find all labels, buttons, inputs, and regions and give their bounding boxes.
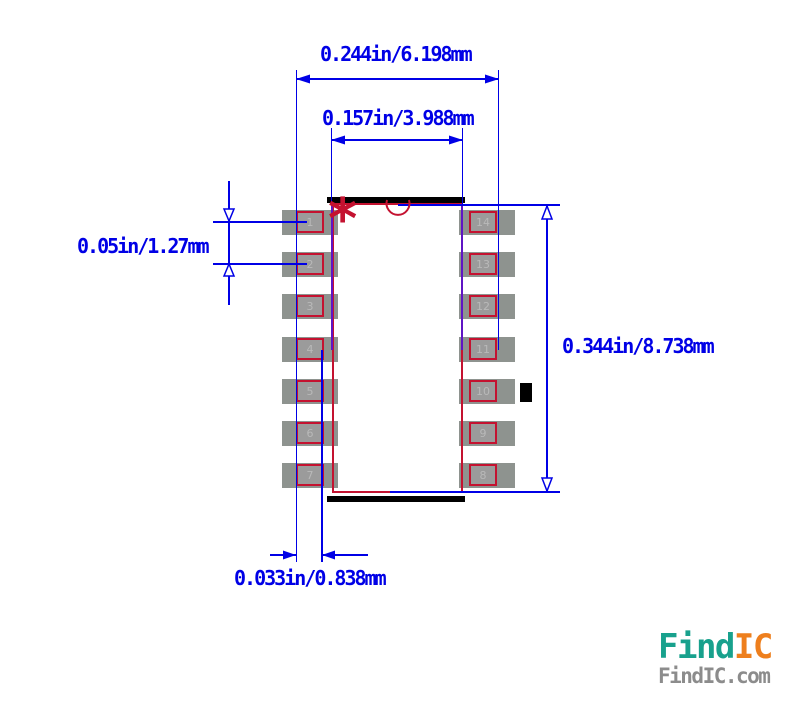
pad-left-3: 3 xyxy=(282,294,338,319)
pad-left-7: 7 xyxy=(282,463,338,488)
dimension-label-pad-width: 0.033in/0.838mm xyxy=(234,566,387,590)
logo-text-ic: IC xyxy=(733,627,773,667)
pad-opening: 10 xyxy=(469,380,497,402)
arrow-left-icon xyxy=(322,550,335,560)
pad-opening: 12 xyxy=(469,295,497,317)
arrow-down-icon xyxy=(222,208,236,223)
pad-left-5: 5 xyxy=(282,379,338,404)
pad-right-13: 13 xyxy=(459,252,515,277)
logo-text-find: Find xyxy=(658,627,735,667)
pin-number: 6 xyxy=(306,426,314,440)
pin-number: 8 xyxy=(479,468,487,482)
dimension-line-pin-pitch xyxy=(228,181,230,305)
logo-domain: FindIC.com xyxy=(658,664,771,688)
extension-line-pin2-center xyxy=(213,263,307,265)
pad-right-11: 11 xyxy=(459,337,515,362)
pad-left-2: 2 xyxy=(282,252,338,277)
side-marker xyxy=(520,383,532,402)
pin-number: 10 xyxy=(476,384,490,398)
dimension-label-pad-row-span: 0.244in/6.198mm xyxy=(320,42,473,66)
pad-opening: 8 xyxy=(469,464,497,486)
extension-line-body-top xyxy=(398,204,560,206)
pad-left-1: 1 xyxy=(282,210,338,235)
dimension-leader-pad-width-right xyxy=(322,554,368,556)
pin-number: 1 xyxy=(306,215,314,229)
arrow-left-icon xyxy=(331,135,345,145)
pin-number: 12 xyxy=(476,299,490,313)
pad-right-8: 8 xyxy=(459,463,515,488)
pin-number: 11 xyxy=(476,342,490,356)
pin1-asterisk-marker: * xyxy=(328,187,358,252)
pad-opening: 14 xyxy=(469,211,497,233)
pad-right-14: 14 xyxy=(459,210,515,235)
package-top-bar xyxy=(327,197,465,203)
pin-number: 5 xyxy=(306,384,314,398)
arrow-left-icon xyxy=(296,74,310,84)
extension-line-outer-left xyxy=(296,70,297,562)
arrow-up-icon xyxy=(540,203,554,220)
extension-line-inner-right xyxy=(462,128,463,204)
arrow-up-icon xyxy=(222,262,236,277)
pad-right-12: 12 xyxy=(459,294,515,319)
pad-left-4: 4 xyxy=(282,337,338,362)
pad-left-6: 6 xyxy=(282,421,338,446)
pin-number: 2 xyxy=(306,257,314,271)
pin1-notch-icon xyxy=(385,199,411,216)
package-bottom-bar xyxy=(327,496,465,502)
pin-number: 14 xyxy=(476,215,490,229)
dimension-line-body-width xyxy=(331,139,463,141)
pad-opening: 3 xyxy=(296,295,324,317)
pad-opening: 5 xyxy=(296,380,324,402)
findic-logo[interactable]: FindIC FindIC.com xyxy=(658,627,773,688)
pin-number: 3 xyxy=(306,299,314,313)
dimension-label-body-width: 0.157in/3.988mm xyxy=(322,106,475,130)
dimension-line-pad-row-height xyxy=(546,205,548,492)
extension-line-body-bottom xyxy=(390,491,560,493)
extension-line-pin1-center xyxy=(213,221,307,223)
pad-opening: 6 xyxy=(296,422,324,444)
dimension-line-pad-row-span xyxy=(296,78,499,80)
pad-opening: 4 xyxy=(296,338,324,360)
arrow-right-icon xyxy=(485,74,499,84)
pad-right-10: 10 xyxy=(459,379,515,404)
extension-line-outer-right xyxy=(498,70,499,350)
pin-number: 9 xyxy=(479,426,487,440)
dimension-label-pad-row-height: 0.344in/8.738mm xyxy=(562,334,715,358)
pad-opening: 7 xyxy=(296,464,324,486)
dimension-label-pin-pitch: 0.05in/1.27mm xyxy=(77,234,210,258)
pad-opening: 13 xyxy=(469,253,497,275)
pad-opening: 11 xyxy=(469,338,497,360)
arrow-right-icon xyxy=(283,550,296,560)
extension-line-overlap-left xyxy=(331,204,333,350)
pad-opening: 9 xyxy=(469,422,497,444)
logo-wordmark: FindIC xyxy=(658,627,773,667)
extension-line-inner-left xyxy=(331,128,332,204)
extension-line-overlap-right xyxy=(461,204,463,350)
pad-right-9: 9 xyxy=(459,421,515,446)
arrow-right-icon xyxy=(449,135,463,145)
pin-number: 4 xyxy=(306,342,314,356)
arrow-down-icon xyxy=(540,477,554,494)
pin-number: 13 xyxy=(476,257,490,271)
extension-line-pad-inner-edge xyxy=(321,350,323,562)
pin-number: 7 xyxy=(306,468,314,482)
